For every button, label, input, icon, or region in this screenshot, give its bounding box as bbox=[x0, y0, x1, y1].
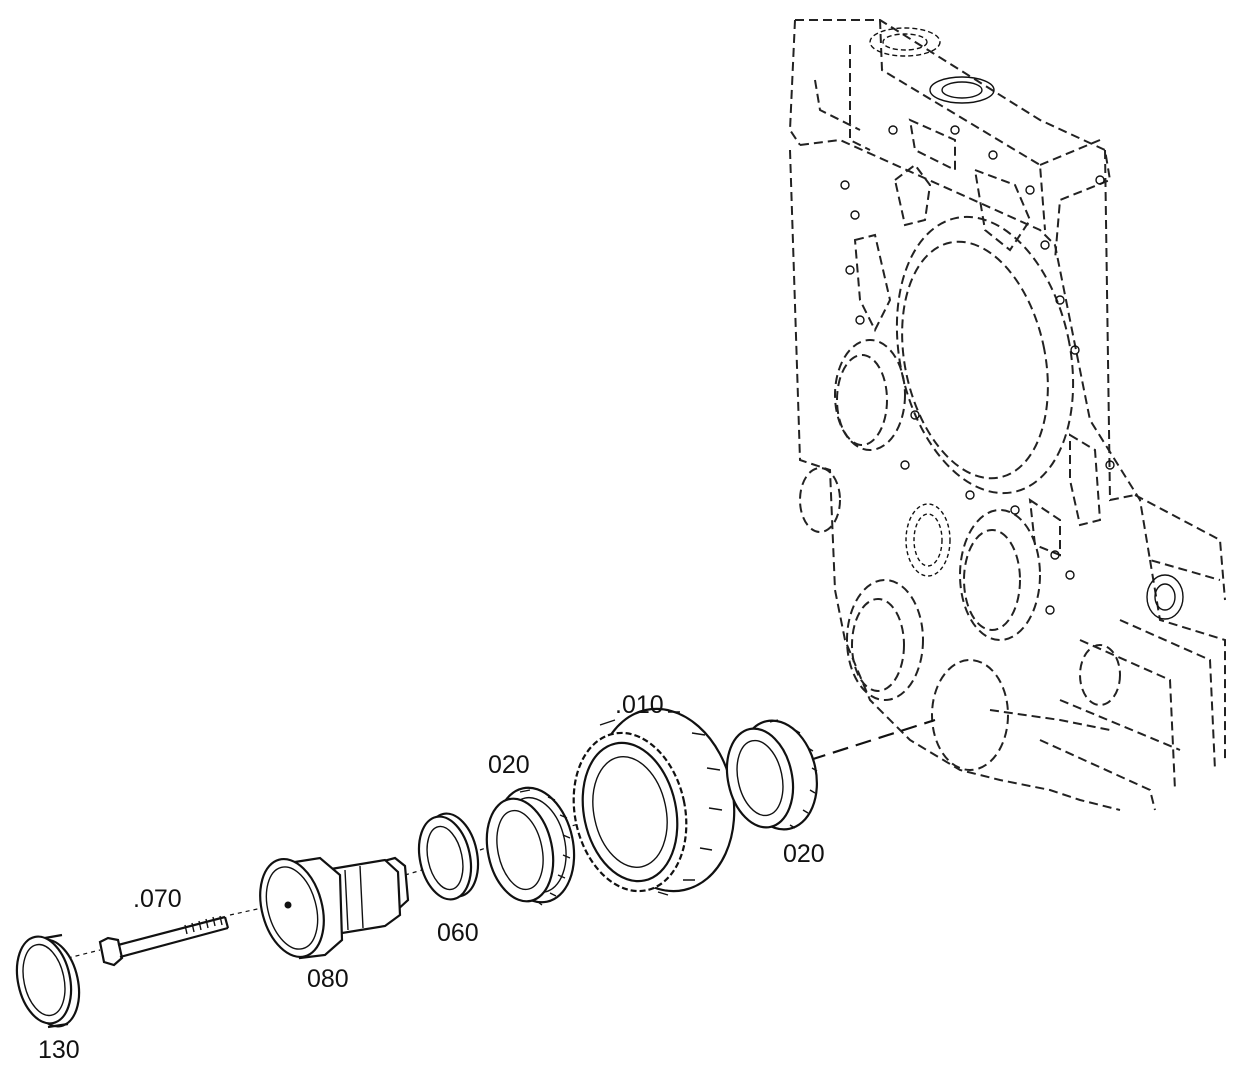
label-020-right: 020 bbox=[783, 840, 825, 868]
assembly-axis bbox=[59, 718, 936, 961]
part-020-roller-bearing-left bbox=[485, 786, 576, 906]
part-020-roller-bearing-right bbox=[725, 719, 818, 831]
housing-outline bbox=[788, 19, 1226, 811]
part-080-stub-shaft bbox=[259, 856, 410, 960]
label-080: 080 bbox=[307, 965, 349, 993]
part-130-cover-cap bbox=[15, 933, 81, 1029]
label-020-left: 020 bbox=[488, 751, 530, 779]
label-130: 130 bbox=[38, 1036, 80, 1064]
label-060: 060 bbox=[437, 919, 479, 947]
label-070: .070 bbox=[133, 885, 182, 913]
part-070-bolt bbox=[98, 915, 230, 967]
part-010-spur-gear bbox=[572, 707, 736, 896]
part-060-seal-ring bbox=[417, 812, 480, 901]
label-010: .010 bbox=[615, 691, 664, 719]
